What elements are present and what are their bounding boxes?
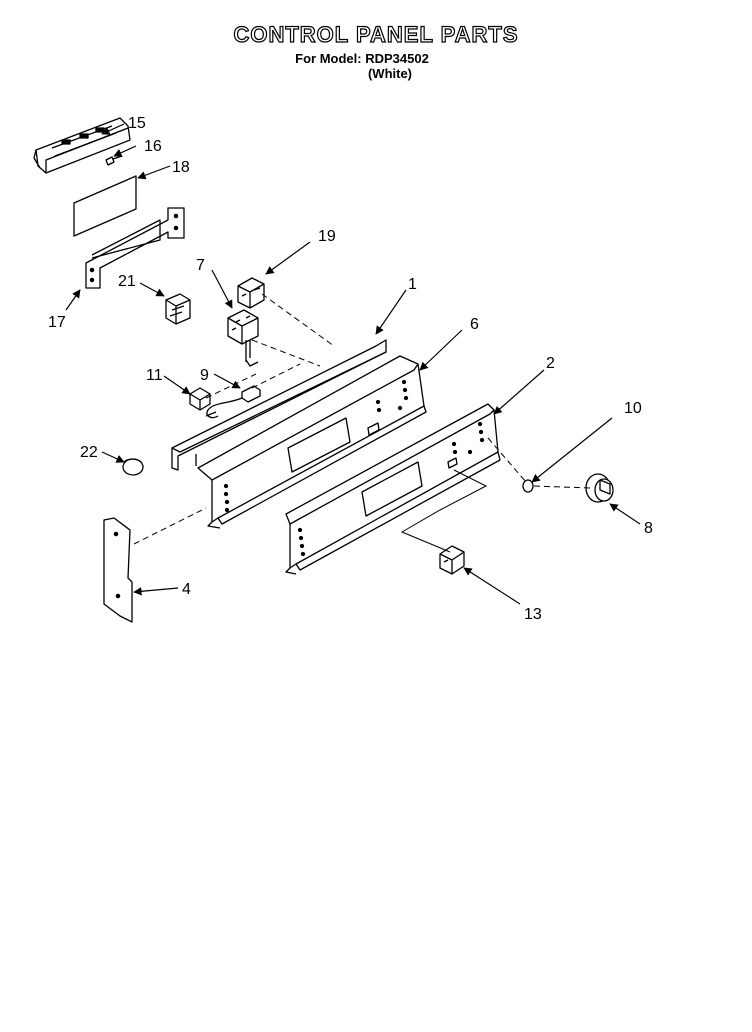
- part-7-infinite-switch: [227, 309, 259, 367]
- callout-1: 1: [408, 276, 417, 293]
- part-13-push-switch: [439, 545, 465, 575]
- alignment-lines: [133, 293, 591, 545]
- page-title: CONTROL PANEL PARTS: [233, 21, 519, 47]
- part-15-display-board: [33, 117, 131, 174]
- callout-10: 10: [624, 400, 642, 417]
- callout-18: 18: [172, 159, 190, 176]
- callout-11: 11: [146, 367, 163, 384]
- part-21-switch: [165, 293, 191, 325]
- callout-17: 17: [48, 314, 66, 331]
- callout-6: 6: [470, 316, 479, 333]
- part-6-control-panel: [197, 355, 427, 529]
- callout-22: 22: [80, 444, 98, 461]
- color-line: (White): [367, 66, 413, 81]
- callout-13: 13: [524, 606, 542, 623]
- part-22-cap: [122, 458, 144, 476]
- part-9-indicator-lamp: [205, 385, 261, 419]
- callout-21: 21: [118, 273, 136, 290]
- part-19-switch-block: [237, 277, 265, 309]
- part-1-trim: [171, 339, 387, 471]
- part-17-bracket: [85, 207, 185, 289]
- part-13-leaders: [400, 469, 488, 553]
- part-11-clip: [189, 387, 211, 411]
- part-10-clip: [522, 479, 534, 493]
- part-18-overlay: [73, 175, 137, 237]
- part-16-screw: [105, 155, 123, 166]
- callout-19: 19: [318, 228, 336, 245]
- part-8-knob: [585, 473, 614, 503]
- callout-9: 9: [200, 367, 209, 384]
- part-4-side-bracket: [103, 517, 133, 623]
- callout-arrows: [65, 123, 641, 605]
- callout-7: 7: [196, 257, 205, 274]
- part-2-front-panel: [285, 403, 501, 575]
- callout-4: 4: [182, 581, 191, 598]
- callout-2: 2: [546, 355, 555, 372]
- callout-8: 8: [644, 520, 653, 537]
- callout-16: 16: [144, 138, 162, 155]
- callout-15: 15: [128, 115, 146, 132]
- model-line: For Model: RDP34502: [295, 51, 429, 66]
